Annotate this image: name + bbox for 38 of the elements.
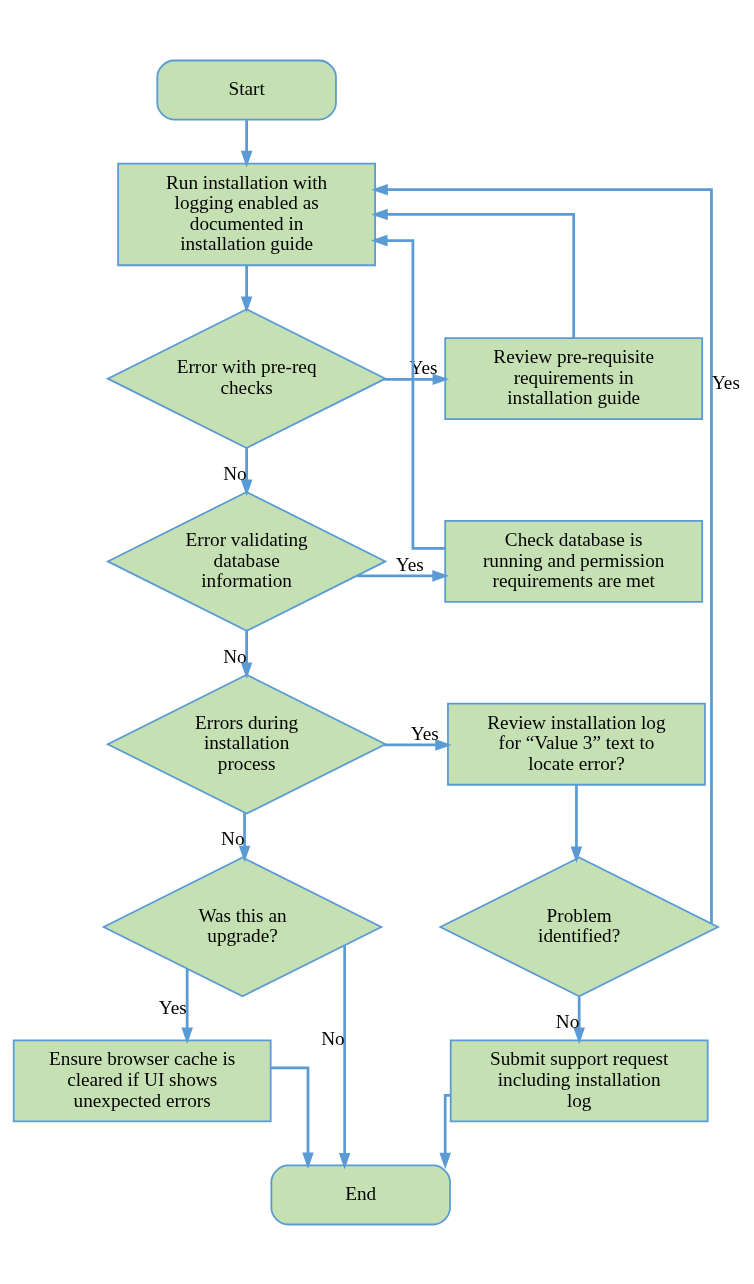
edge-label: No [223,462,247,484]
arrow [384,738,452,751]
arrow [570,784,583,863]
arrow [240,630,253,679]
arrow [270,1065,314,1169]
node-diamond: Was this an upgrade? [101,856,384,997]
edge-label: Yes [158,996,187,1018]
arrow [238,812,251,862]
node-box: Run installation with logging enabled as documented in installation guide [117,162,376,266]
edge-label: No [321,1027,345,1049]
arrow [356,569,449,582]
edge-label: No [223,645,247,667]
edge-label: Yes [395,553,424,575]
arrow [240,265,253,313]
edge-label: No [221,827,245,849]
arrow [371,183,713,924]
edge-label: Yes [711,371,740,393]
arrow [439,1093,451,1169]
node-box: Review installation log for “Value 3” text to locate error? [447,702,706,786]
node-diamond: Problem identified? [438,856,720,997]
arrow [371,234,446,550]
arrow [384,373,450,385]
node-box: Submit support request including installation log [449,1038,709,1122]
arrow [240,447,253,496]
node-box: End [270,1164,451,1225]
node-box: Review pre-requisite requirements in installation guide [444,336,704,420]
edge-label: Yes [410,722,439,744]
node-diamond: Error with pre-req checks [105,307,388,449]
arrow [240,119,253,167]
arrow [338,944,351,1169]
node-box: Ensure browser cache is cleared if UI shows unexpected errors [12,1038,272,1122]
node-box: Start [156,59,337,120]
node-diamond: Error validating database information [105,490,388,632]
arrow [181,968,193,1044]
node-diamond: Errors during installation process [105,673,388,815]
arrow [573,996,585,1044]
arrow [371,208,576,338]
node-box: Check database is running and permission requirements are met [444,519,704,603]
